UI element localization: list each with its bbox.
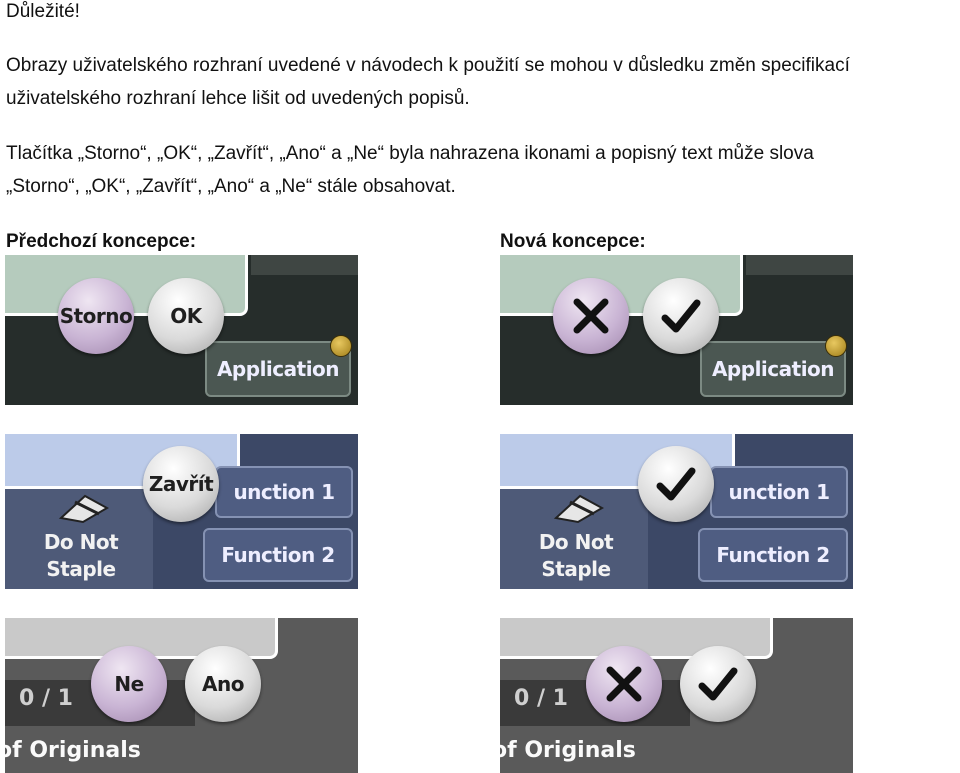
staple-icon [58, 494, 110, 524]
page-counter: 0 / 1 [19, 686, 73, 711]
panel-new-originals: 0 / 1 of Originals [500, 618, 853, 773]
originals-label: of Originals [500, 738, 636, 763]
ano-button[interactable]: Ano [185, 646, 261, 722]
paragraph2-line2: „Storno“, „OK“, „Zavřít“, „Ano“ a „Ne“ s… [6, 176, 456, 197]
panel-old-originals: 0 / 1 of Originals Ne Ano [5, 618, 358, 773]
zavrit-button[interactable]: Zavřít [143, 446, 219, 522]
check-icon [661, 299, 701, 333]
ok-button[interactable]: OK [148, 278, 224, 354]
panel-old-application: Application Storno OK [5, 255, 358, 405]
cross-icon [573, 298, 609, 334]
close-button[interactable] [638, 446, 714, 522]
label-old-concept: Předchozí koncepce: [6, 231, 197, 252]
function2-key[interactable]: Function 2 [698, 528, 848, 582]
check-icon [656, 467, 696, 501]
indicator-dot [330, 335, 352, 357]
function1-key[interactable]: unction 1 [710, 466, 848, 518]
storno-button[interactable]: Storno [58, 278, 134, 354]
panel-old-function: Do Not Staple unction 1 Function 2 Zavří… [5, 434, 358, 589]
indicator-dot [825, 335, 847, 357]
staple-icon [553, 494, 605, 524]
do-not-staple-key[interactable]: Do Not Staple [538, 530, 614, 581]
top-bar [746, 255, 853, 275]
do-not-staple-key[interactable]: Do Not Staple [43, 530, 119, 581]
paragraph1-line1: Obrazy uživatelského rozhraní uvedené v … [6, 55, 850, 76]
ok-button[interactable] [643, 278, 719, 354]
page-counter: 0 / 1 [514, 686, 568, 711]
label-new-concept: Nová koncepce: [500, 231, 646, 252]
panel-new-application: Application [500, 255, 853, 405]
top-bar [251, 255, 358, 275]
paragraph2-line1: Tlačítka „Storno“, „OK“, „Zavřít“, „Ano“… [6, 143, 814, 164]
originals-label: of Originals [5, 738, 141, 763]
check-icon [698, 667, 738, 701]
paragraph1-line2: uživatelského rozhraní lehce lišit od uv… [6, 88, 470, 109]
application-key[interactable]: Application [205, 341, 351, 397]
no-button[interactable] [586, 646, 662, 722]
panel-new-function: Do Not Staple unction 1 Function 2 [500, 434, 853, 589]
function2-key[interactable]: Function 2 [203, 528, 353, 582]
cross-icon [606, 666, 642, 702]
function1-key[interactable]: unction 1 [215, 466, 353, 518]
yes-button[interactable] [680, 646, 756, 722]
application-key[interactable]: Application [700, 341, 846, 397]
heading: Důležité! [6, 1, 80, 22]
ne-button[interactable]: Ne [91, 646, 167, 722]
cancel-button[interactable] [553, 278, 629, 354]
